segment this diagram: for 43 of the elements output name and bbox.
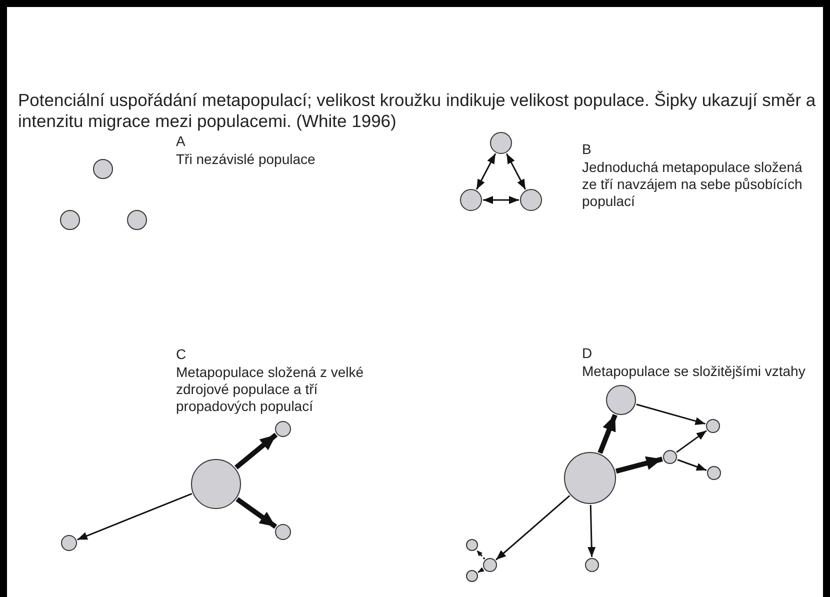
panel-letter: A: [176, 133, 186, 150]
panel-letter: C: [176, 346, 188, 363]
population-circle: [520, 189, 542, 211]
population-circle: [490, 132, 512, 154]
panel-description: Tři nezávislé populace: [176, 151, 316, 168]
figure-title: Potenciální uspořádání metapopulací; velikost kroužku indikuje velikost populace. Šipky ukazují směr a intenzitu migrace mezi populacemi. (White 1996): [18, 90, 817, 132]
population-circle: [61, 535, 77, 551]
migration-arrow: [588, 504, 596, 558]
migration-arrow: [615, 456, 663, 474]
population-circle: [564, 452, 616, 504]
population-circle: [60, 210, 80, 230]
migration-arrow: [476, 153, 496, 190]
population-circle: [127, 210, 147, 230]
migration-arrow: [236, 497, 278, 529]
population-circle: [275, 524, 291, 540]
migration-arrow: [676, 430, 707, 453]
migration-arrow: [77, 492, 192, 540]
population-circle: [706, 419, 720, 433]
migration-arrow: [478, 567, 484, 573]
population-circle: [466, 570, 478, 582]
panel-description: Metapopulace složená z velké zdrojové populace a tří propadových populací: [176, 364, 365, 415]
panel-letter: D: [582, 345, 594, 362]
migration-arrow: [483, 196, 519, 204]
population-circle: [466, 539, 478, 551]
migration-arrow: [636, 404, 706, 425]
migration-arrow: [476, 550, 486, 560]
panel-description: Jednoduchá metapopulace složená ze tří navzájem na sebe působících populací: [582, 159, 804, 210]
population-circle: [460, 189, 482, 211]
migration-arrow: [598, 414, 618, 454]
population-circle: [191, 459, 241, 509]
migration-arrow: [677, 459, 707, 471]
migration-arrow: [496, 495, 570, 560]
migration-arrow: [506, 153, 526, 190]
panel-letter: B: [582, 141, 592, 158]
population-circle: [275, 421, 291, 437]
migration-arrow: [234, 432, 278, 470]
population-circle: [707, 466, 721, 480]
population-circle: [585, 558, 599, 572]
population-circle: [606, 385, 636, 415]
population-circle: [93, 159, 113, 179]
panel-description: Metapopulace se složitějšími vztahy: [582, 363, 806, 380]
population-circle: [483, 558, 497, 572]
population-circle: [663, 450, 677, 464]
